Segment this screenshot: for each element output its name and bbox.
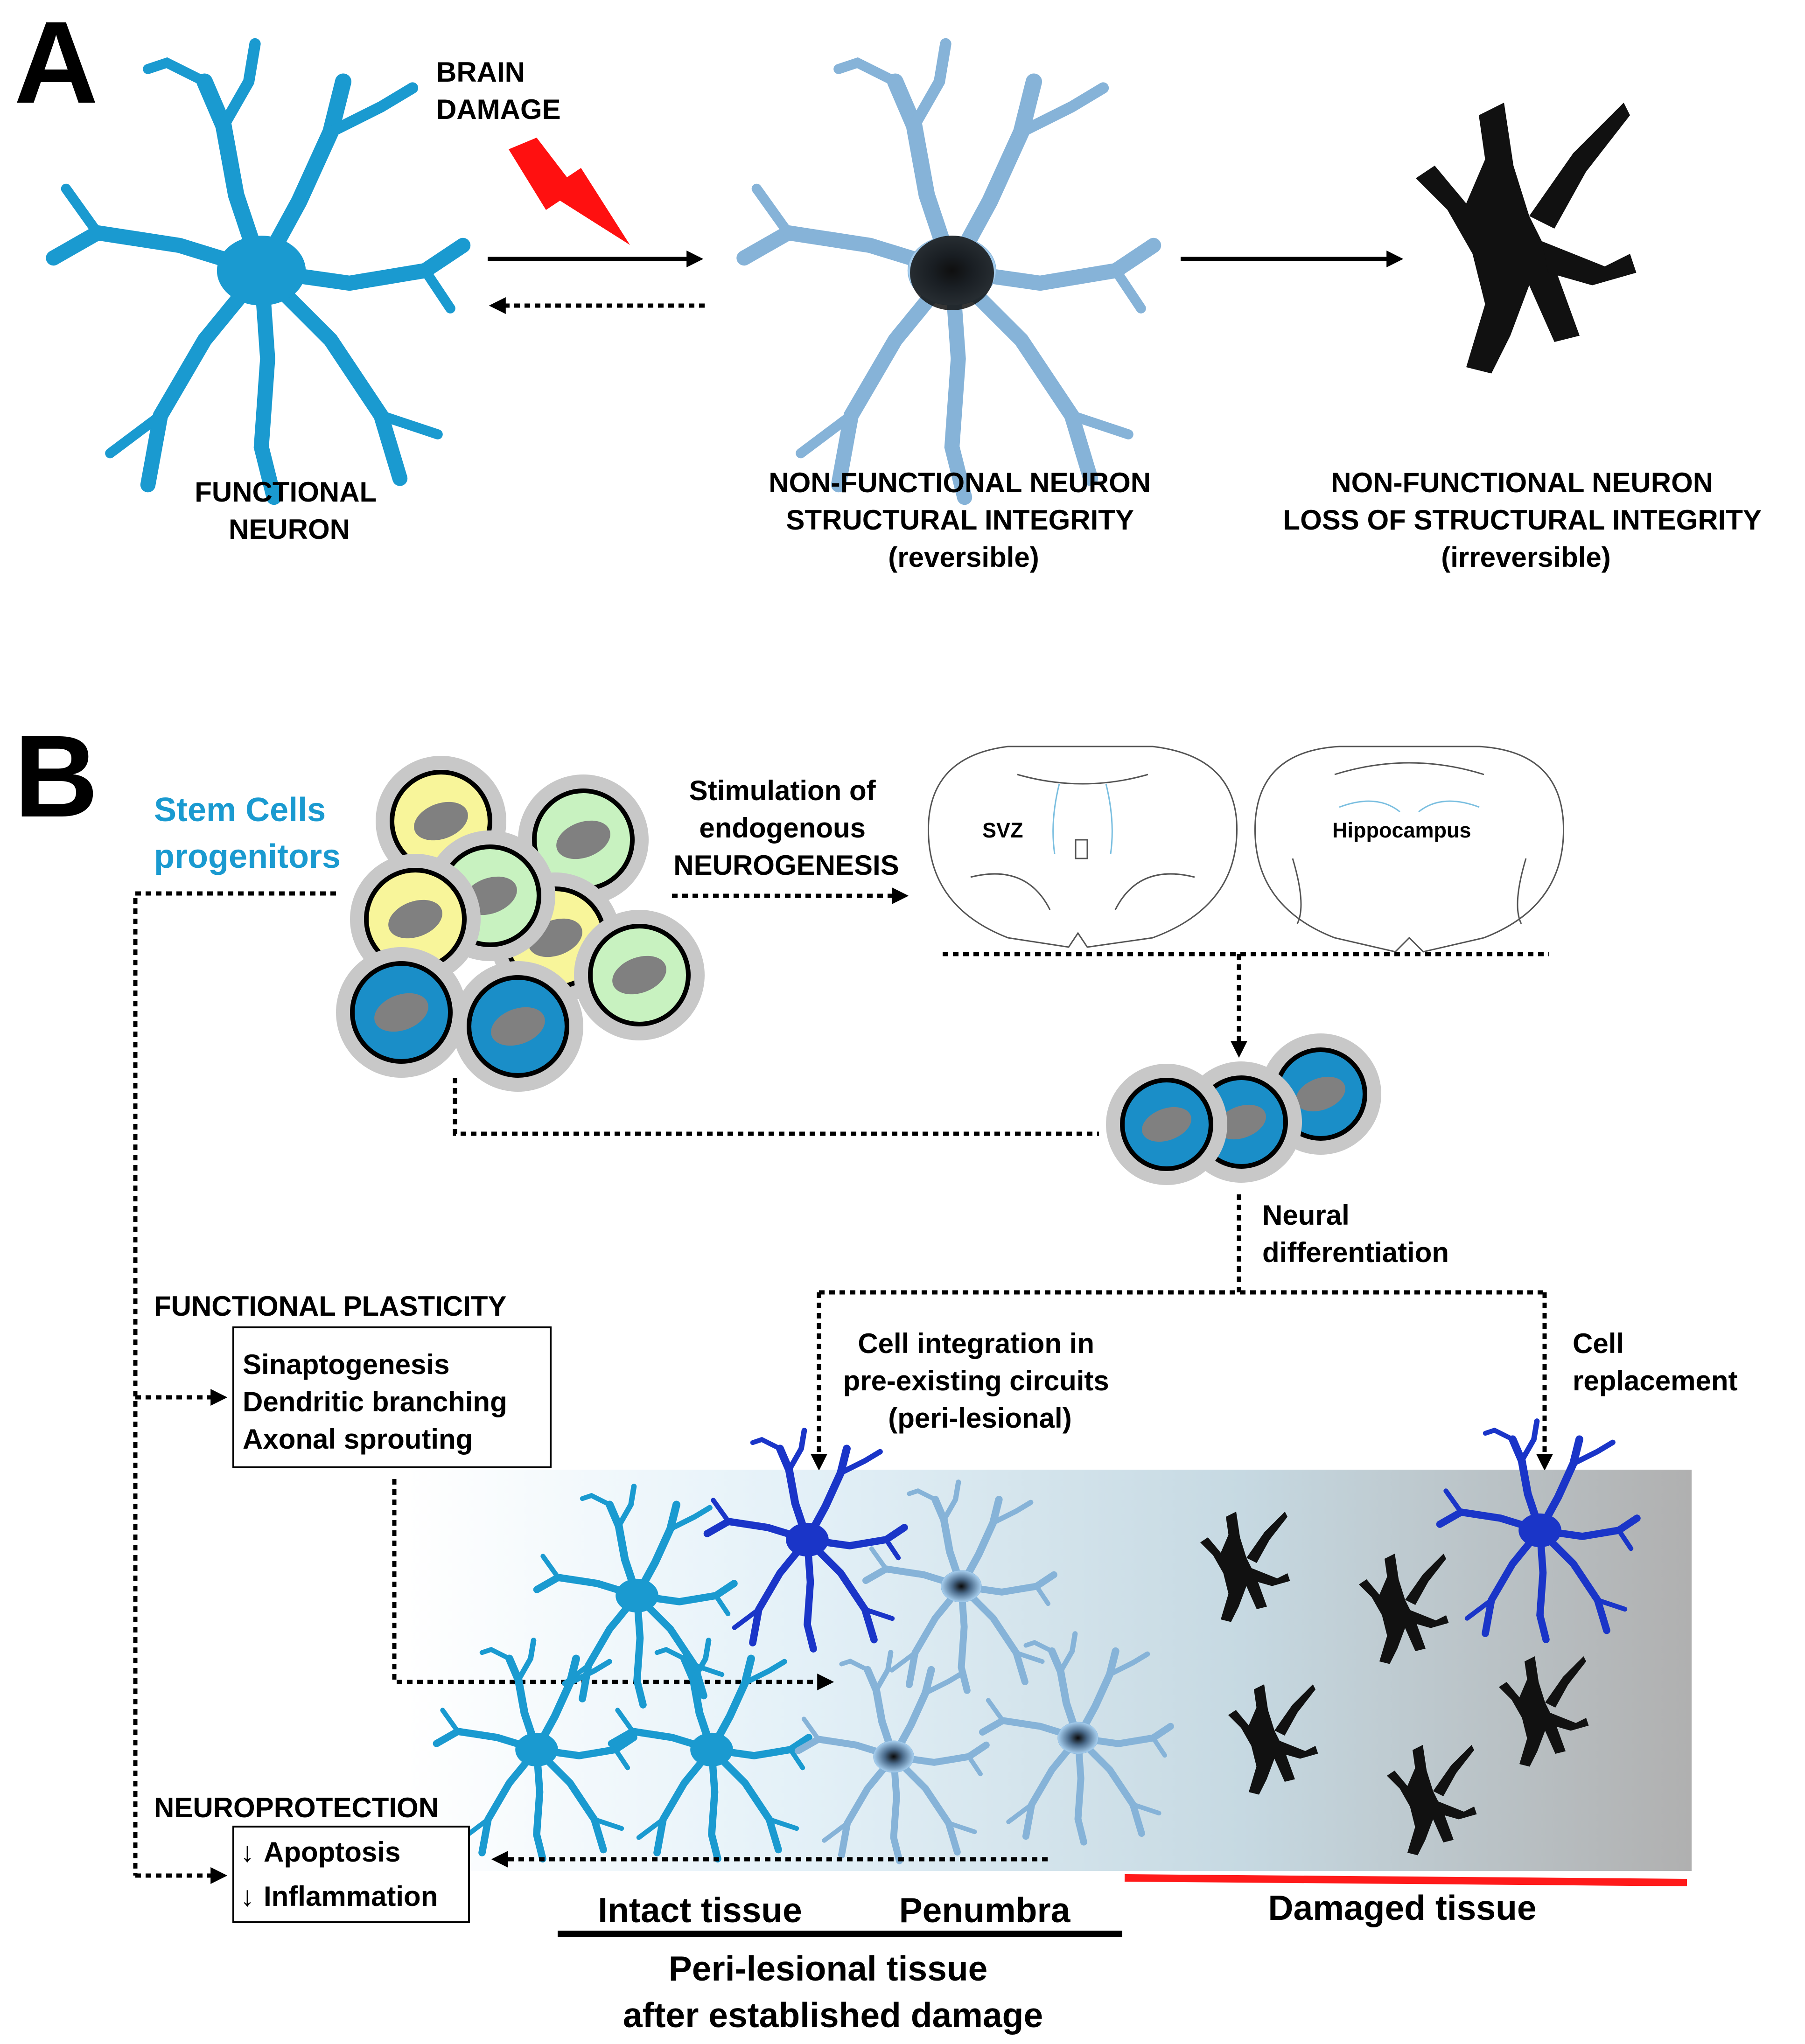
panel-a-letter: A xyxy=(14,0,98,127)
left-connector-line xyxy=(133,891,336,1876)
stem-cells-label: Stem Cells progenitors xyxy=(154,791,341,875)
neuroprotection-box xyxy=(232,1826,470,1923)
down-arrow-icon: ↓ xyxy=(240,1881,254,1912)
panel-b-letter: B xyxy=(14,711,98,841)
stem-to-neuroblast-line xyxy=(453,1078,1099,1136)
neuroprotection-item: Inflammation xyxy=(264,1881,438,1912)
penumbra-label: Penumbra xyxy=(899,1891,1071,1930)
neuroprotection-title: NEUROPROTECTION xyxy=(154,1792,439,1823)
stem-cell xyxy=(453,961,583,1092)
nonfunctional-neuron-label: NON-FUNCTIONAL NEURON STRUCTURAL INTEGRI… xyxy=(769,467,1159,573)
hippocampus-label: Hippocampus xyxy=(1332,818,1471,842)
plasticity-box xyxy=(232,1326,552,1468)
brain-section-hippocampus xyxy=(1254,746,1565,953)
stem-cell-cluster xyxy=(336,756,705,1092)
plasticity-to-tissue-line xyxy=(392,1479,834,1690)
dead-neuron-icon xyxy=(1416,103,1637,374)
cell-replacement-label: Cell replacement xyxy=(1573,1328,1738,1396)
neural-diff-label: Neural differentiation xyxy=(1262,1200,1449,1268)
neuroblast-cluster xyxy=(1106,1033,1381,1185)
lightning-icon xyxy=(509,138,630,245)
svz-label: SVZ xyxy=(982,818,1023,842)
intact-tissue-label: Intact tissue xyxy=(598,1891,802,1930)
plasticity-list: Sinaptogenesis Dendritic branching Axona… xyxy=(243,1349,515,1455)
down-arrow-icon: ↓ xyxy=(240,1836,254,1868)
brain-section-svz xyxy=(927,746,1238,948)
damaged-tissue-bar xyxy=(1124,1874,1687,1886)
functional-plasticity-title: FUNCTIONAL PLASTICITY xyxy=(154,1291,507,1322)
stem-cell xyxy=(574,910,705,1040)
brain-damage-label: BRAIN DAMAGE xyxy=(436,56,561,125)
stem-cell xyxy=(336,947,467,1078)
dead-neuron-label: NON-FUNCTIONAL NEURON LOSS OF STRUCTURAL… xyxy=(1283,467,1769,573)
perilesional-label: Peri-lesional tissue after established d… xyxy=(623,1949,1043,2035)
functional-neuron-label: FUNCTIONAL NEURON xyxy=(195,476,384,545)
cell-integration-label: Cell integration in pre-existing circuit… xyxy=(843,1328,1117,1434)
functional-neuron-icon xyxy=(53,44,463,497)
damaged-soma xyxy=(910,236,994,310)
neuroprotection-item: Apoptosis xyxy=(264,1836,400,1868)
damaged-tissue-label: Damaged tissue xyxy=(1268,1888,1536,1927)
stimulation-label: Stimulation of endogenous NEUROGENESIS xyxy=(673,775,899,881)
